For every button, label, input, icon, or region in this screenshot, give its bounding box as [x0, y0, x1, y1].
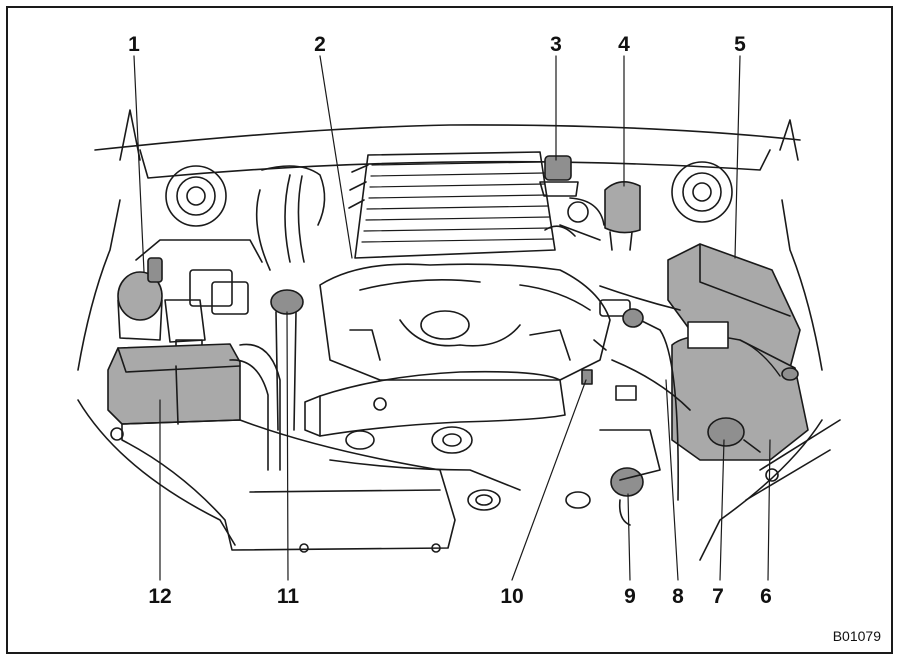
strut-tower-left — [165, 165, 227, 227]
intake-duct — [304, 370, 566, 437]
callout-7: 7 — [712, 585, 724, 608]
washer-fluid-filler — [707, 417, 761, 453]
engine-block — [319, 263, 631, 381]
callout-9: 9 — [624, 585, 636, 608]
callout-12: 12 — [148, 585, 172, 608]
callout-10: 10 — [500, 585, 524, 608]
brake-fluid-reservoir — [539, 155, 579, 197]
callout-4: 4 — [618, 33, 630, 56]
air-cleaner-housing — [121, 419, 456, 553]
callout-6: 6 — [760, 585, 772, 608]
leader-lines — [133, 55, 771, 581]
washer-tank — [671, 321, 809, 461]
callout-3: 3 — [550, 33, 562, 56]
intercooler — [348, 151, 556, 259]
hood-edge — [94, 124, 801, 151]
coolant-reservoir-left — [117, 257, 163, 341]
figure-code: B01079 — [832, 628, 881, 644]
battery — [107, 343, 241, 425]
engine-oil-dipstick — [581, 339, 607, 385]
coolant-cap-right — [610, 467, 644, 526]
callout-1: 1 — [128, 33, 140, 56]
power-steering-cap — [622, 308, 644, 328]
callout-5: 5 — [734, 33, 746, 56]
strut-tower-right — [671, 161, 733, 223]
callout-8: 8 — [672, 585, 684, 608]
callout-2: 2 — [314, 33, 326, 56]
callout-11: 11 — [276, 585, 300, 608]
clutch-fluid-reservoir — [604, 181, 641, 251]
fuse-box — [667, 243, 801, 369]
